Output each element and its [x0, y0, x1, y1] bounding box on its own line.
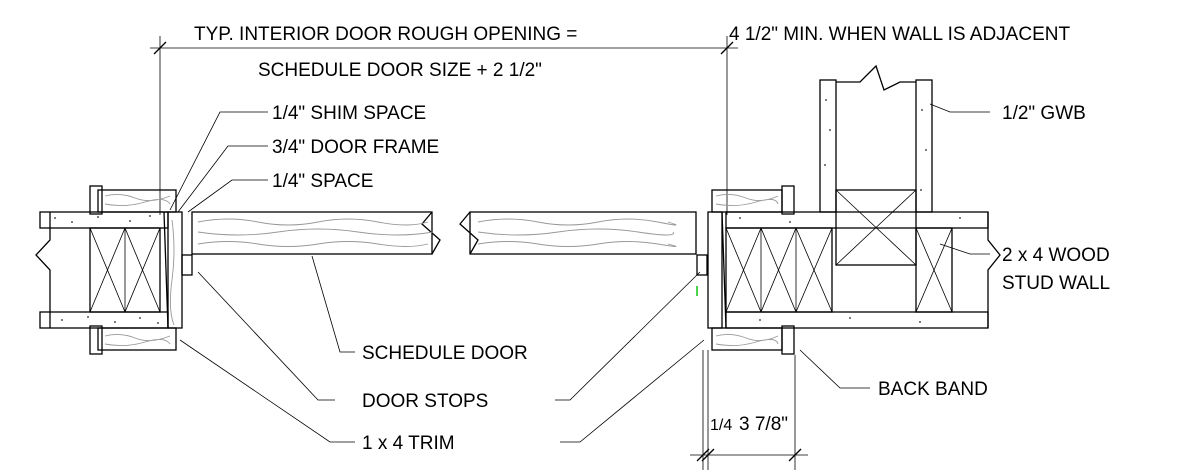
door-frame-label: 3/4" DOOR FRAME [272, 137, 439, 158]
adjacent-wall-note: 4 1/2" MIN. WHEN WALL IS ADJACENT [729, 24, 1070, 45]
trim-depth-dimension: 3 7/8" [739, 414, 788, 435]
trim-label: 1 x 4 TRIM [362, 433, 455, 454]
rough-opening-formula: SCHEDULE DOOR SIZE + 2 1/2" [258, 60, 542, 81]
trim-dimension [690, 350, 808, 470]
trim-width-dimension: 1/4 [710, 417, 732, 434]
door-leaf [191, 211, 697, 255]
rough-opening-dimension [150, 36, 738, 215]
stud-wall-label-2: STUD WALL [1002, 273, 1110, 294]
schedule-door-label: SCHEDULE DOOR [362, 343, 528, 364]
back-band-label: BACK BAND [878, 379, 988, 400]
rough-opening-label: TYP. INTERIOR DOOR ROUGH OPENING = [194, 24, 577, 45]
leader-lines [169, 103, 990, 443]
space-label: 1/4" SPACE [272, 171, 373, 192]
shim-space-label: 1/4" SHIM SPACE [272, 103, 426, 124]
door-stops-label: DOOR STOPS [362, 391, 488, 412]
left-wall-section [35, 185, 193, 355]
stud-wall-label-1: 2 x 4 WOOD [1002, 245, 1110, 266]
gwb-label: 1/2" GWB [1002, 103, 1086, 124]
right-wall-section [696, 64, 1001, 355]
